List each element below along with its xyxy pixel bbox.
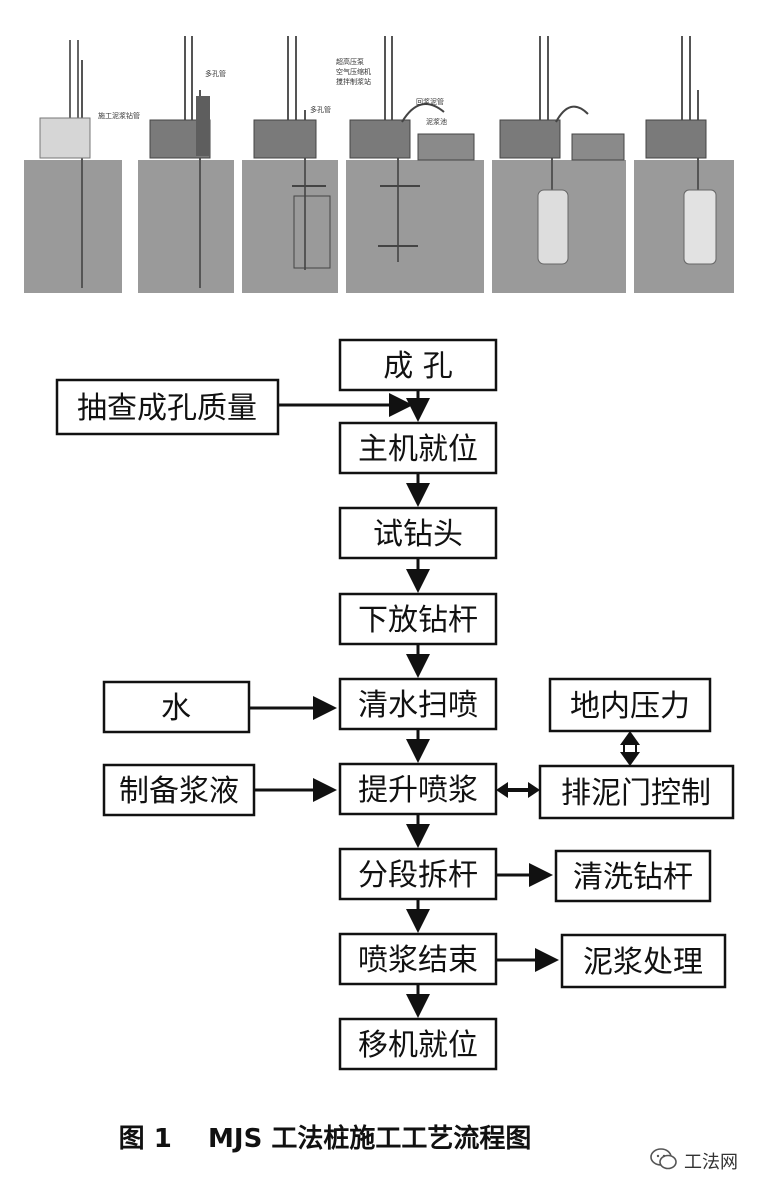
input-arrows (249, 393, 559, 972)
label-multi-pipe-2: 多孔管 (310, 105, 331, 114)
side-mud-treatment: 泥浆处理 (560, 933, 727, 989)
watermark-text: 工法网 (684, 1152, 738, 1173)
svg-text:水: 水 (161, 691, 191, 726)
svg-text:制备浆液: 制备浆液 (119, 774, 239, 809)
label-pump: 超高压泵 (336, 57, 364, 66)
label-multi-pipe-1: 多孔管 (205, 69, 226, 78)
bidirectional-arrow-valve (496, 782, 540, 798)
svg-text:抽查成孔质量: 抽查成孔质量 (77, 391, 257, 426)
label-pipe: 施工泥浆钻管 (98, 111, 140, 120)
figure-caption: 图 1 MJS 工法桩施工工艺流程图 (0, 1118, 650, 1155)
step-remove-rod: 分段拆杆 (338, 847, 498, 901)
svg-text:清水扫喷: 清水扫喷 (358, 688, 478, 723)
svg-text:成 孔: 成 孔 (383, 349, 453, 384)
side-ground-pressure: 地内压力 (548, 677, 712, 733)
step-grouting-end: 喷浆结束 (338, 932, 498, 986)
stage-panel-2 (138, 36, 234, 293)
label-mud-pool: 泥浆池 (426, 117, 447, 126)
stage-panel-1 (24, 40, 122, 293)
bidirectional-arrow-pressure (620, 731, 640, 766)
flowchart: 成 孔 主机就位 试钻头 下放钻杆 清水扫喷 提升喷浆 分段拆杆 喷浆结束 (55, 338, 735, 1071)
stage-panel-3 (242, 36, 338, 293)
label-mixing: 搅拌制浆站 (336, 77, 371, 86)
step-move-machine: 移机就位 (338, 1017, 498, 1071)
label-compressor: 空气压缩机 (336, 67, 371, 76)
svg-text:下放钻杆: 下放钻杆 (358, 603, 478, 638)
side-clean-rod: 清洗钻杆 (554, 849, 712, 903)
figure-title: MJS 工法桩施工工艺流程图 (208, 1124, 532, 1154)
svg-text:提升喷浆: 提升喷浆 (358, 773, 478, 808)
step-lower-rod: 下放钻杆 (338, 592, 498, 646)
svg-text:主机就位: 主机就位 (358, 432, 478, 467)
stage-panel-5 (492, 36, 626, 293)
side-mud-valve-control: 排泥门控制 (538, 764, 735, 820)
svg-text:喷浆结束: 喷浆结束 (358, 943, 478, 978)
input-water: 水 (102, 680, 251, 734)
watermark: 工法网 (650, 1143, 760, 1177)
svg-text:试钻头: 试钻头 (373, 517, 463, 552)
step-machine-position: 主机就位 (338, 421, 498, 475)
svg-text:地内压力: 地内压力 (570, 689, 690, 724)
step-test-bit: 试钻头 (338, 506, 498, 560)
stage-panel-6 (634, 36, 734, 293)
figure-number: 图 1 (118, 1124, 172, 1154)
step-water-flush: 清水扫喷 (338, 677, 498, 731)
stage-panel-4 (346, 36, 484, 293)
step-drilling: 成 孔 (338, 338, 498, 392)
svg-text:泥浆处理: 泥浆处理 (583, 945, 703, 980)
svg-text:清洗钻杆: 清洗钻杆 (573, 860, 693, 895)
svg-text:移机就位: 移机就位 (358, 1028, 478, 1063)
svg-text:排泥门控制: 排泥门控制 (561, 776, 711, 811)
construction-stages-illustration: 施工泥浆钻管 多孔管 多孔管 超高压泵 空气压缩机 搅拌制浆站 回浆泥管 泥浆池 (24, 36, 734, 293)
step-lift-grouting: 提升喷浆 (338, 762, 498, 816)
input-prepare-slurry: 制备浆液 (102, 763, 256, 817)
label-return-pipe: 回浆泥管 (416, 97, 444, 106)
wechat-icon (650, 1148, 677, 1170)
svg-text:分段拆杆: 分段拆杆 (358, 858, 478, 893)
input-check-quality: 抽查成孔质量 (55, 378, 280, 436)
